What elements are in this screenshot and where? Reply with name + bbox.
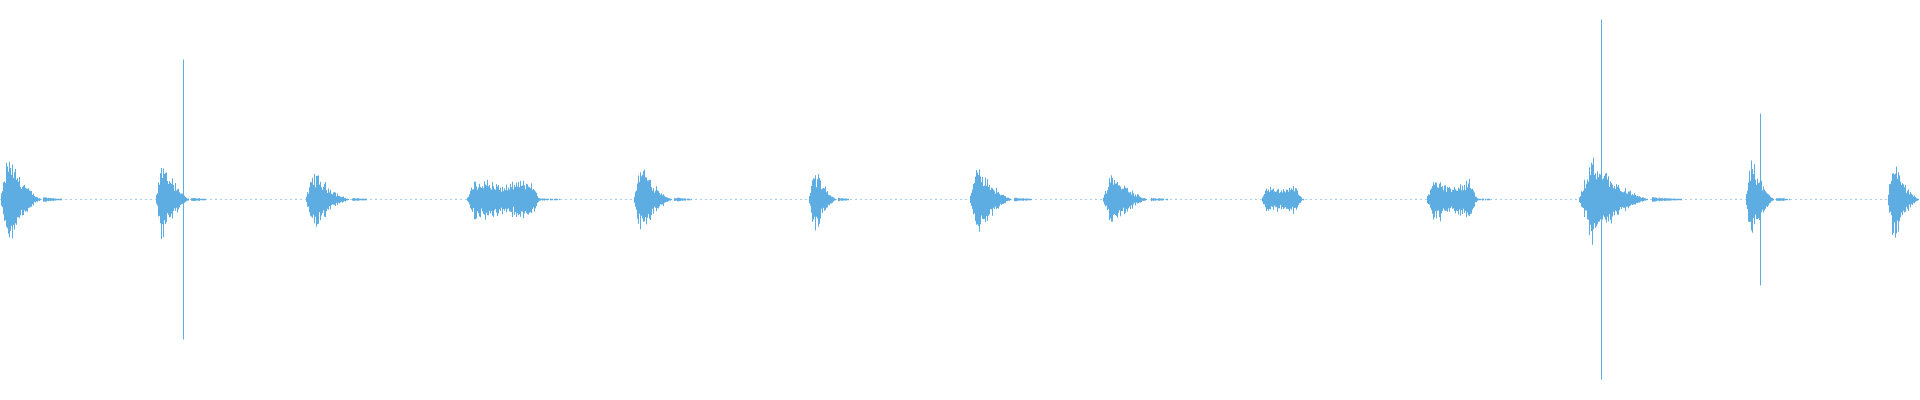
waveform-bars: [1, 157, 1919, 245]
waveform-spikes: [183, 19, 1761, 380]
waveform-amplitude-bars: [1, 157, 1919, 245]
